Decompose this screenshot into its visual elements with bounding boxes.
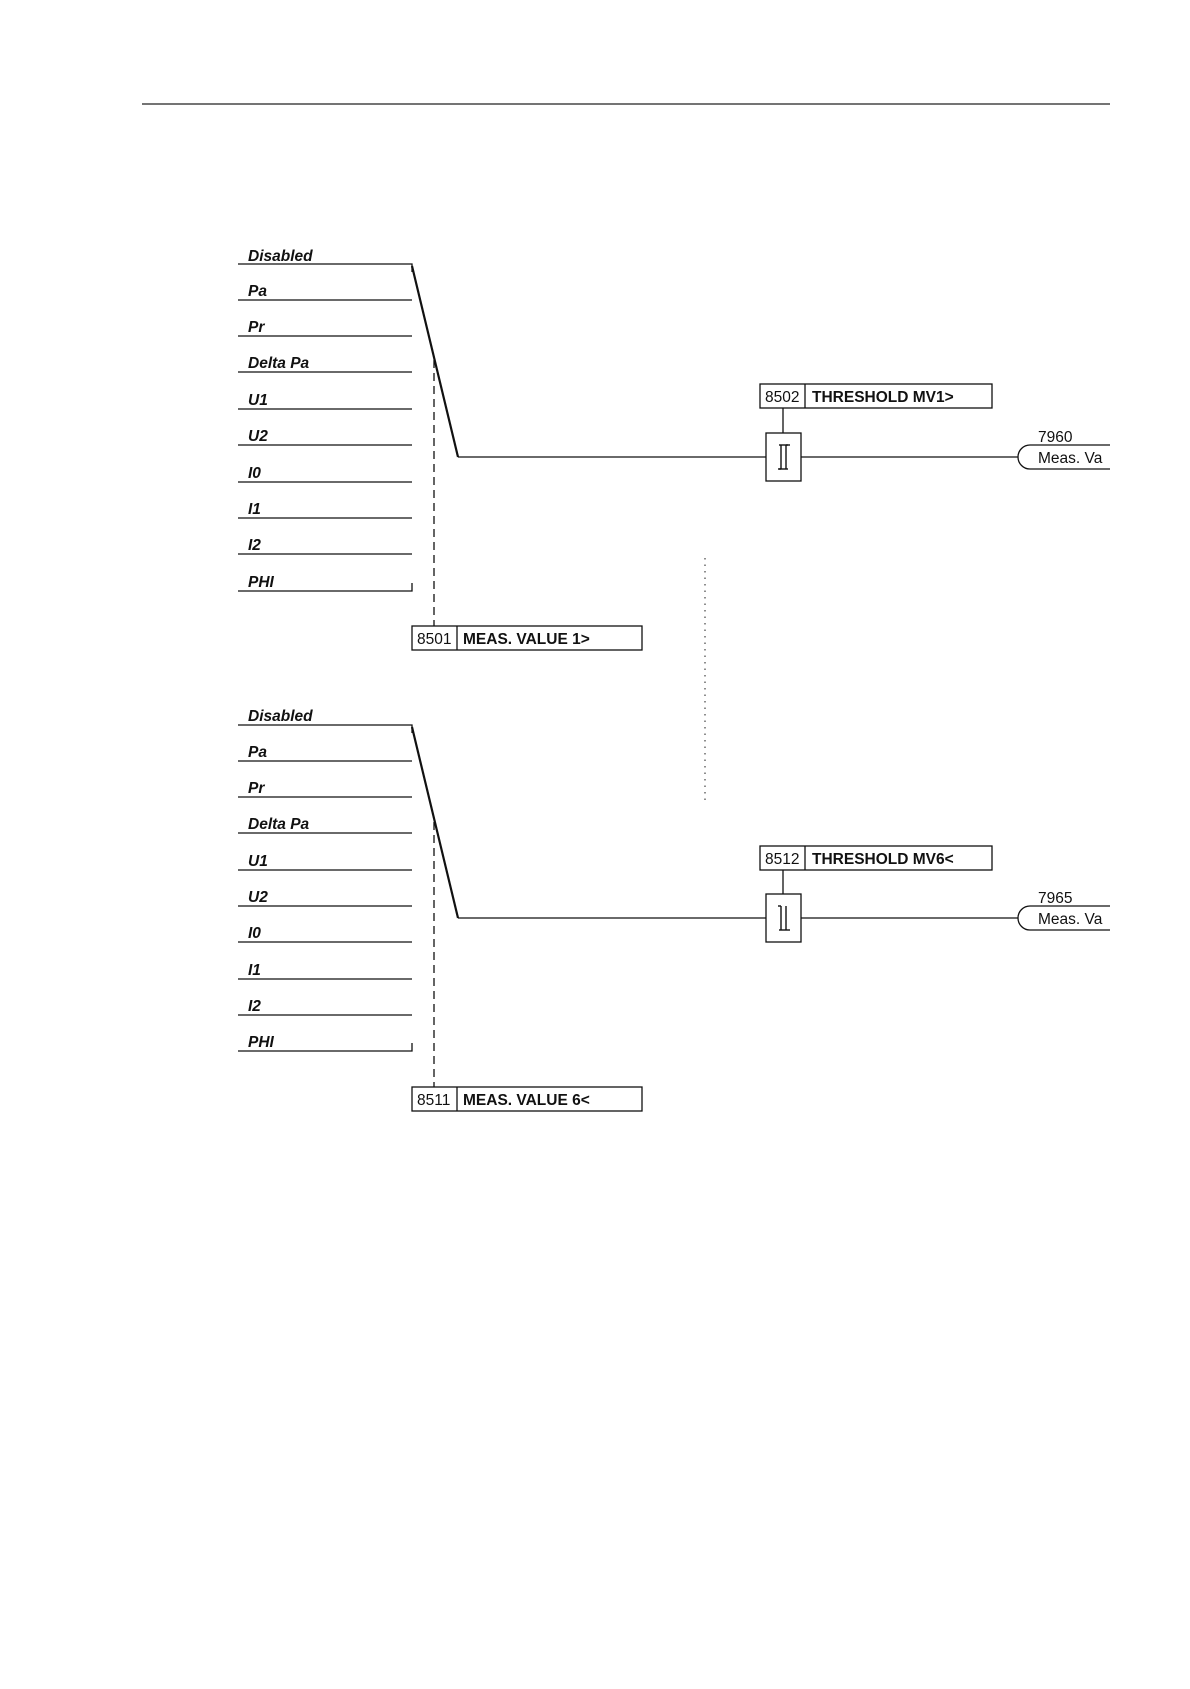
option-label: I1 (248, 501, 261, 518)
output-message: 7965 Meas. Va (1018, 890, 1110, 930)
option-label: U1 (248, 392, 268, 409)
output-message: 7960 Meas. Va (1018, 429, 1110, 469)
message-number: 7960 (1038, 429, 1073, 446)
option-label: U1 (248, 853, 268, 870)
option-label: I1 (248, 962, 261, 979)
parameter-name: THRESHOLD MV6< (812, 851, 954, 868)
option-label: Delta Pa (248, 355, 310, 372)
option-label: I0 (248, 465, 261, 482)
parameter-name: MEAS. VALUE 6< (463, 1092, 590, 1109)
message-text: Meas. Va (1038, 450, 1103, 467)
option-label: Disabled (248, 708, 313, 725)
selector-switch (412, 266, 458, 457)
option-lines (238, 725, 412, 1051)
measured-value-block-6: Disabled Pa Pr Delta Pa U1 U2 I0 I1 I2 P… (238, 708, 1110, 1111)
measured-value-block-1: Disabled Pa Pr Delta Pa U1 U2 I0 I1 I2 P… (238, 248, 1110, 650)
option-label: U2 (248, 889, 268, 906)
option-label: I0 (248, 925, 261, 942)
option-label: Pr (248, 780, 265, 797)
parameter-number: 8501 (417, 631, 451, 648)
option-label: Pr (248, 319, 265, 336)
option-label: U2 (248, 428, 268, 445)
option-label: Delta Pa (248, 816, 310, 833)
option-label: Disabled (248, 248, 313, 265)
parameter-name: THRESHOLD MV1> (812, 389, 954, 406)
message-number: 7965 (1038, 890, 1072, 907)
parameter-number: 8502 (765, 389, 799, 406)
parameter-number: 8511 (417, 1092, 450, 1109)
selector-switch (412, 727, 458, 918)
message-text: Meas. Va (1038, 911, 1103, 928)
option-label: Pa (248, 744, 267, 761)
parameter-name: MEAS. VALUE 1> (463, 631, 590, 648)
option-label: PHI (248, 1034, 275, 1051)
threshold-parameter-box: 8512 THRESHOLD MV6< (760, 846, 992, 870)
comparator-greater-icon (766, 433, 801, 481)
comparator-less-icon (766, 894, 801, 942)
option-label: I2 (248, 537, 261, 554)
option-label: I2 (248, 998, 261, 1015)
threshold-parameter-box: 8502 THRESHOLD MV1> (760, 384, 992, 408)
selector-parameter-box: 8501 MEAS. VALUE 1> (412, 626, 642, 650)
option-label: PHI (248, 574, 275, 591)
parameter-number: 8512 (765, 851, 799, 868)
option-label: Pa (248, 283, 267, 300)
selector-parameter-box: 8511 MEAS. VALUE 6< (412, 1087, 642, 1111)
